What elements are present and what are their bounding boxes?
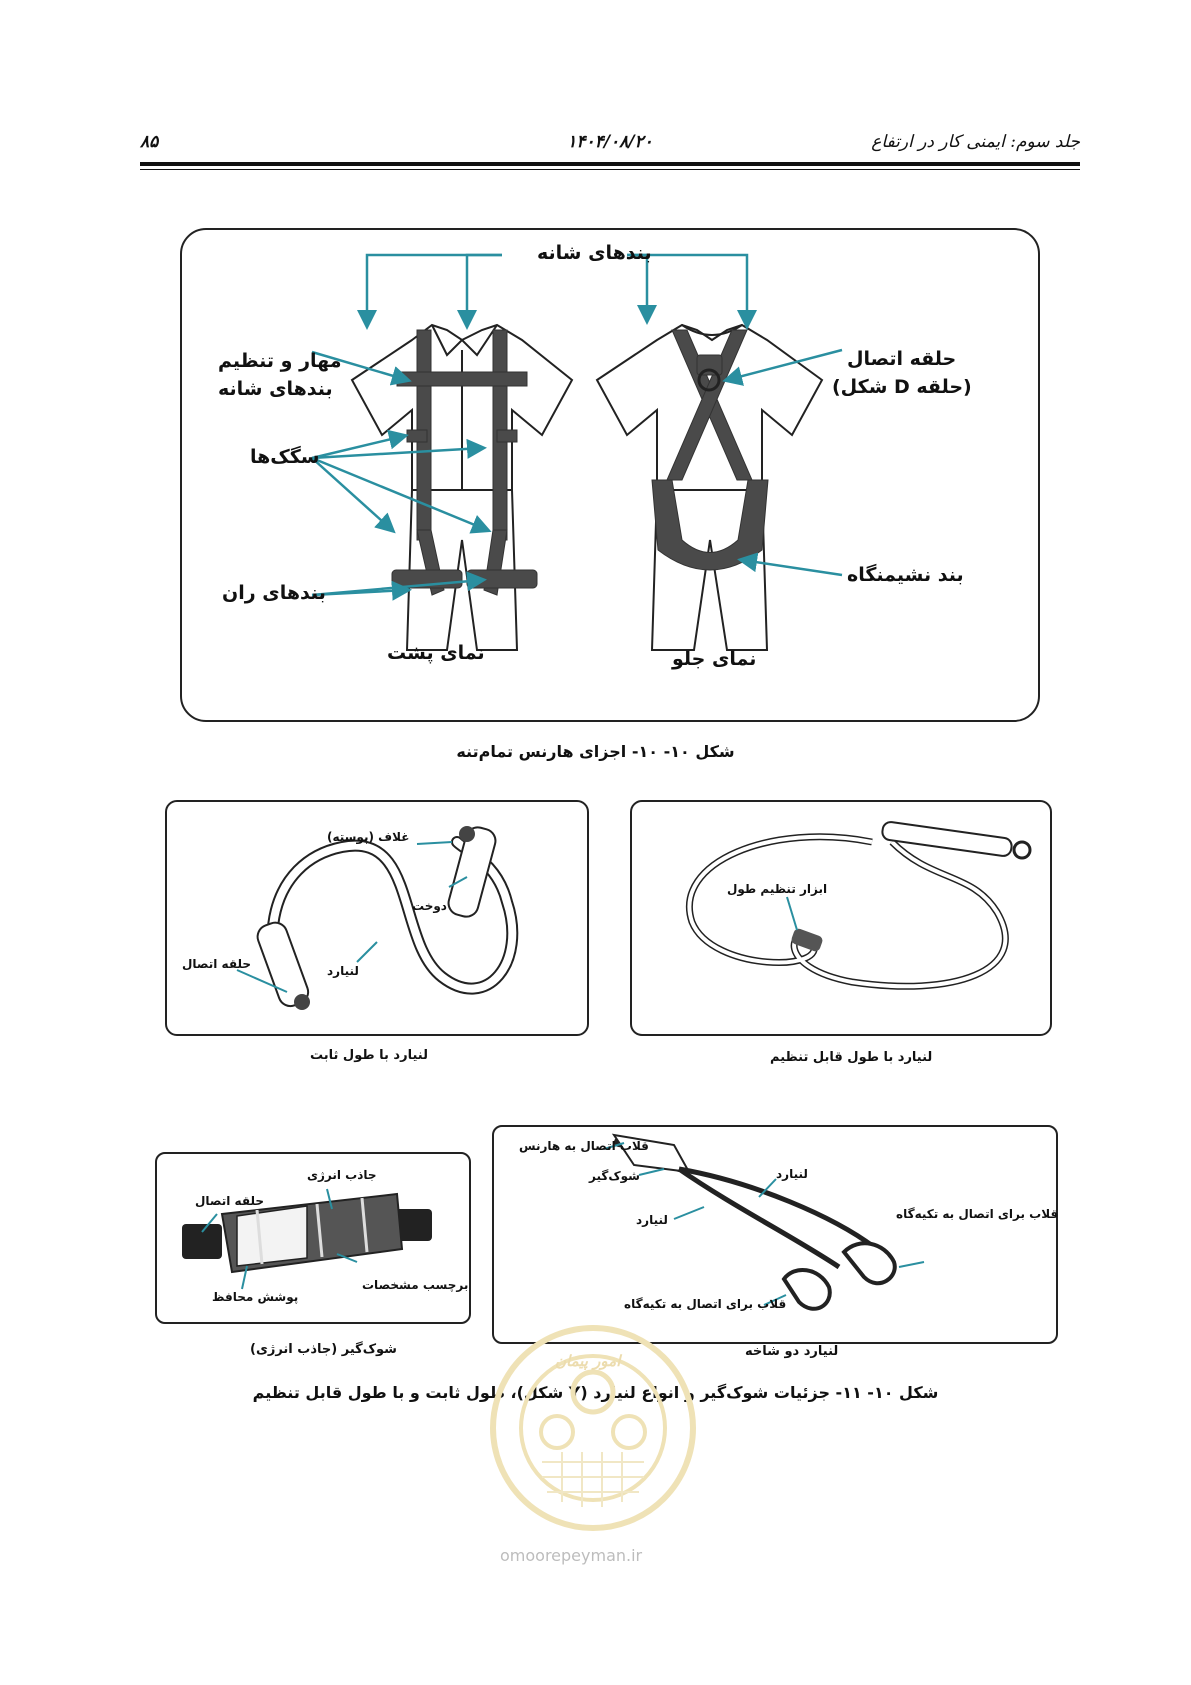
- header-date: ۱۴۰۴/۰۸/۲۰: [567, 132, 653, 152]
- page-header: جلد سوم: ایمنی کار در ارتفاع ۱۴۰۴/۰۸/۲۰ …: [140, 128, 1080, 160]
- label-d-ring-1: حلقه اتصال: [847, 348, 957, 370]
- header-rule-thin: [140, 169, 1080, 170]
- header-rule-thick: [140, 162, 1080, 166]
- harness-figure-caption: شکل ۱۰- ۱۰- اجزای هارنس تمام‌تنه: [456, 742, 735, 761]
- label-spec-tag: برچسب مشخصات: [362, 1278, 469, 1292]
- watermark-seal: [490, 1325, 696, 1531]
- y-lanyard-title: لنیارد دو شاخه: [745, 1344, 839, 1359]
- label-y-lanyard-2: لنیارد: [636, 1213, 668, 1227]
- adjustable-lanyard-illustration: [686, 821, 1032, 990]
- label-front-view: نمای جلو: [672, 648, 757, 670]
- harness-right-figure: [595, 323, 824, 651]
- fixed-lanyard-frame: غلاف (پوسته) دوخت لنیارد حلقه اتصال: [165, 800, 589, 1036]
- label-absorber-ring: حلقه اتصال: [195, 1194, 264, 1208]
- label-y-shock: شوک‌گیر: [589, 1169, 640, 1183]
- label-anchor-hook-2: قلاب برای اتصال به تکیه‌گاه: [624, 1297, 787, 1311]
- label-energy-absorber: جاذب انرژی: [307, 1168, 377, 1182]
- adjustable-lanyard-title: لنیارد با طول قابل تنظیم: [770, 1050, 933, 1065]
- label-shoulder-straps: بندهای شانه: [537, 242, 652, 264]
- label-anchor-hook-1: قلاب برای اتصال به تکیه‌گاه: [896, 1207, 1059, 1221]
- label-fixed-ring: حلقه اتصال: [182, 957, 251, 971]
- shock-absorber-frame: جاذب انرژی حلقه اتصال پوشش محافظ برچسب م…: [155, 1152, 471, 1324]
- book-title: جلد سوم: ایمنی کار در ارتفاع: [871, 132, 1080, 152]
- harness-pointer-lines: [311, 253, 843, 601]
- y-lanyard-frame: قلاب اتصال به هارنس شوک‌گیر لنیارد لنیار…: [492, 1125, 1058, 1344]
- label-chest-strap-2: بندهای شانه: [218, 378, 333, 400]
- shock-absorber-illustration: [182, 1188, 432, 1290]
- label-fixed-lanyard: لنیارد: [327, 964, 359, 978]
- label-chest-strap-1: مهار و تنظیم: [218, 350, 342, 372]
- label-harness-hook: قلاب اتصال به هارنس: [519, 1139, 649, 1153]
- label-sheath: غلاف (پوسته): [327, 830, 410, 844]
- harness-illustration: [311, 253, 843, 651]
- lanyard-figure-caption: شکل ۱۰- ۱۱- جزئیات شوک‌گیر و انواع لنیار…: [252, 1383, 939, 1402]
- watermark-url: omoorepeyman.ir: [500, 1546, 643, 1565]
- label-seat-strap: بند نشیمنگاه: [847, 564, 964, 586]
- watermark-seal-text: امور پیمان: [555, 1352, 621, 1370]
- label-leg-straps: بندهای ران: [222, 582, 326, 604]
- fixed-lanyard-illustration: [236, 826, 519, 1010]
- page-number: ۸۵: [140, 132, 159, 152]
- adjustable-lanyard-frame: ابزار تنظیم طول: [630, 800, 1052, 1036]
- harness-figure-frame: بندهای شانه مهار و تنظیم بندهای شانه سگک…: [180, 228, 1040, 722]
- label-back-view: نمای پشت: [387, 642, 485, 664]
- shock-absorber-title: شوک‌گیر (جاذب انرژی): [250, 1342, 397, 1357]
- label-buckles: سگک‌ها: [250, 446, 320, 468]
- label-d-ring-2: (حلقه D شکل): [832, 376, 972, 398]
- label-stitch: دوخت: [412, 899, 447, 913]
- label-protective-cover: پوشش محافظ: [212, 1290, 299, 1304]
- fixed-lanyard-title: لنیارد با طول ثابت: [310, 1048, 428, 1063]
- y-lanyard-illustration: [603, 1133, 925, 1311]
- label-length-adjuster: ابزار تنظیم طول: [727, 882, 828, 896]
- label-y-lanyard-1: لنیارد: [776, 1167, 808, 1181]
